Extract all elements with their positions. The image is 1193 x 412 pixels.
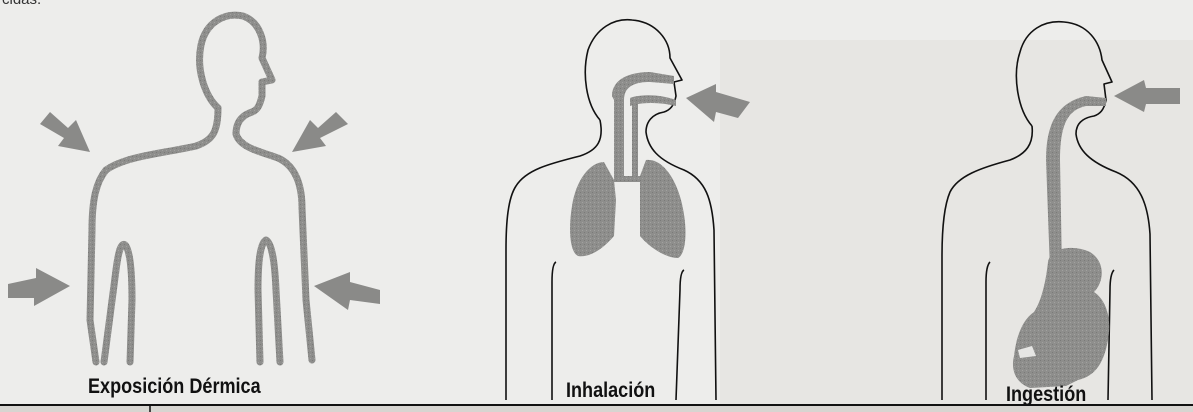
caption-inhalation: Inhalación (566, 379, 655, 403)
caption-dermal-exposure: Exposición Dérmica (88, 375, 261, 399)
top-text-fragment: cidas. (2, 0, 41, 8)
trachea-right (632, 104, 638, 178)
caption-ingestion: Ingestión (1006, 383, 1086, 407)
